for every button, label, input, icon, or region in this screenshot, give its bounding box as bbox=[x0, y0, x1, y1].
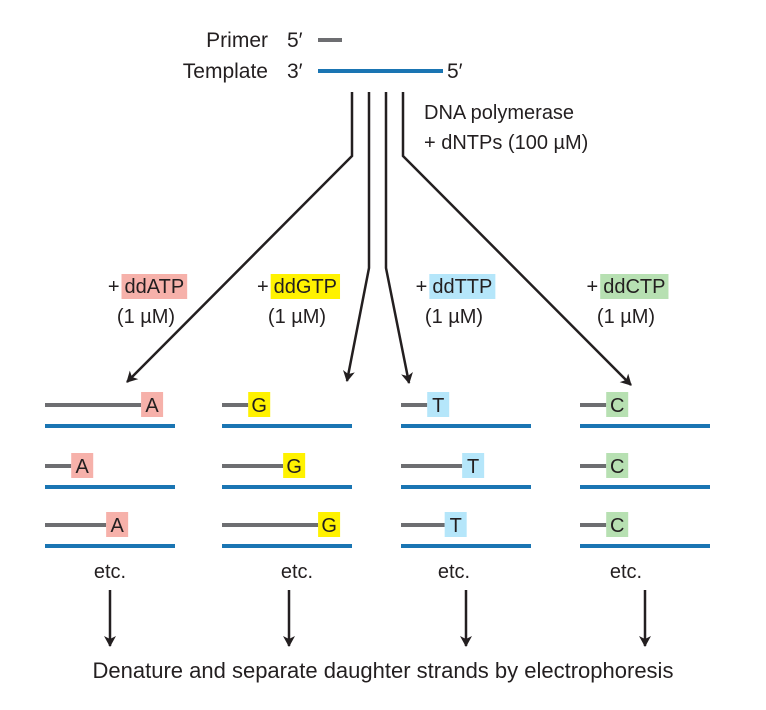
plus-sign: + bbox=[108, 276, 120, 298]
terminal-base-label: C bbox=[610, 456, 624, 478]
concentration-label: (1 µM) bbox=[268, 306, 326, 328]
dideoxy-nucleotide-label: ddATP bbox=[125, 276, 185, 298]
terminal-base-label: A bbox=[145, 395, 159, 417]
template-3prime-label: 3′ bbox=[287, 60, 303, 83]
terminal-base-label: T bbox=[467, 456, 479, 478]
dideoxy-nucleotide-label: ddGTP bbox=[274, 276, 337, 298]
terminal-base-highlight bbox=[444, 512, 467, 537]
plus-sign: + bbox=[257, 276, 269, 298]
reaction-branches bbox=[126, 92, 632, 386]
terminal-base-label: G bbox=[286, 456, 302, 478]
terminal-base-highlight bbox=[141, 392, 164, 417]
polymerase-label: DNA polymerase bbox=[424, 102, 574, 124]
terminal-base-highlight bbox=[106, 512, 129, 537]
dideoxy-nucleotide-label: ddCTP bbox=[603, 276, 665, 298]
branch-arrow-ddgtp bbox=[343, 92, 371, 382]
etc-label: etc. bbox=[610, 561, 642, 583]
terminal-base-highlight bbox=[318, 512, 341, 537]
nucleotide-highlight bbox=[270, 274, 341, 299]
concentration-label: (1 µM) bbox=[117, 306, 175, 328]
concentration-label: (1 µM) bbox=[425, 306, 483, 328]
terminal-base-label: G bbox=[321, 515, 337, 537]
terminal-base-highlight bbox=[71, 453, 94, 478]
terminal-base-label: C bbox=[610, 395, 624, 417]
plus-sign: + bbox=[416, 276, 428, 298]
terminal-base-label: T bbox=[432, 395, 444, 417]
nucleotide-highlight bbox=[121, 274, 188, 299]
terminal-base-label: T bbox=[450, 515, 462, 537]
etc-label: etc. bbox=[94, 561, 126, 583]
terminal-base-highlight bbox=[248, 392, 271, 417]
terminal-base-highlight bbox=[283, 453, 306, 478]
primer-label: Primer bbox=[206, 29, 268, 52]
terminal-base-highlight bbox=[606, 453, 629, 478]
plus-sign: + bbox=[587, 276, 599, 298]
primer-5prime-label: 5′ bbox=[287, 29, 303, 52]
terminal-base-label: C bbox=[610, 515, 624, 537]
branch-arrow-ddttp bbox=[384, 92, 413, 384]
nucleotide-highlight bbox=[600, 274, 669, 299]
concentration-label: (1 µM) bbox=[597, 306, 655, 328]
nucleotide-highlight bbox=[429, 274, 496, 299]
dideoxy-nucleotide-label: ddTTP bbox=[432, 276, 492, 298]
branch-arrow-ddatp bbox=[126, 92, 354, 383]
terminal-base-highlight bbox=[606, 512, 629, 537]
etc-label: etc. bbox=[438, 561, 470, 583]
terminal-base-label: A bbox=[110, 515, 124, 537]
etc-label: etc. bbox=[281, 561, 313, 583]
dntps-label: + dNTPs (100 µM) bbox=[424, 132, 588, 154]
branch-arrow-ddctp bbox=[401, 92, 632, 386]
terminal-base-highlight bbox=[462, 453, 485, 478]
template-5prime-label: 5′ bbox=[447, 60, 463, 83]
terminal-base-highlight bbox=[606, 392, 629, 417]
electrophoresis-caption: Denature and separate daughter strands b… bbox=[93, 658, 674, 683]
terminal-base-label: G bbox=[251, 395, 267, 417]
template-label: Template bbox=[183, 60, 268, 83]
terminal-base-highlight bbox=[427, 392, 450, 417]
terminal-base-label: A bbox=[76, 456, 90, 478]
